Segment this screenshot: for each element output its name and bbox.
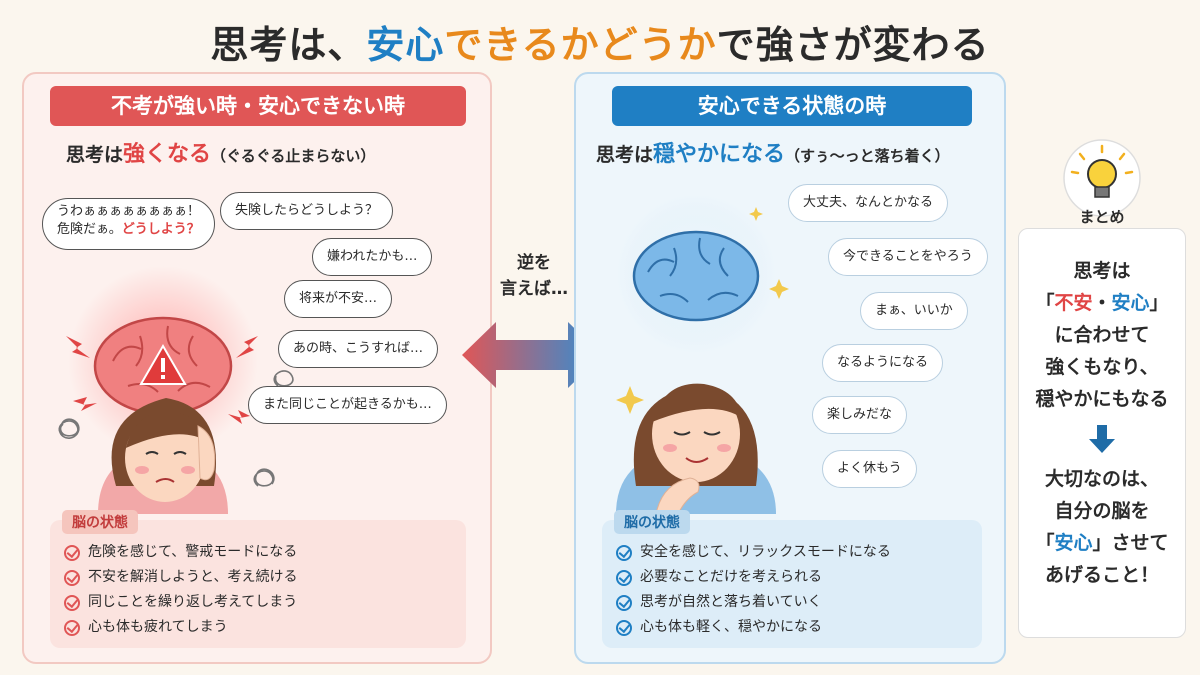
anxious-woman-illustration [58, 211, 294, 514]
sparkle-icon [616, 207, 789, 414]
calm-woman [616, 383, 776, 514]
calm-ribbon: 安心できる状態の時 [612, 86, 972, 126]
status-item-text: 必要なことだけを考えられる [640, 569, 822, 585]
transition-line-2: 言えば… [500, 279, 568, 299]
anxious-thought-bubble: 失険したらどうしよう？ [220, 192, 394, 230]
lightning-icon [66, 336, 258, 424]
status-item: 必要なことだけを考えられる [616, 565, 891, 590]
calm-subtitle: 思考は穏やかになる（すぅ〜っと落ち着く） [596, 136, 950, 168]
check-icon [64, 594, 80, 611]
status-item-text: 同じことを繰り返し考えてしまう [88, 594, 298, 610]
summary-line-6: 大切なのは、 [1044, 468, 1159, 490]
anxious-subtitle-suffix: （ぐるぐる止まらない） [211, 147, 376, 165]
calm-subtitle-suffix: （すぅ〜っと落ち着く） [785, 147, 950, 165]
blue-brain-icon [632, 230, 760, 322]
title-part-3: できるかどうか [444, 23, 717, 67]
summary-line-8: 「安心」させて [1019, 527, 1185, 559]
check-icon [616, 569, 632, 586]
panic-thought-line-2a: 危険だぁ。 [57, 222, 122, 237]
summary-box: 思考は 「不安・安心」 に合わせて 強くもなり、 穏やかにもなる 大切なのは、 … [1018, 228, 1186, 638]
summary-line-7: 自分の脳を [1054, 500, 1150, 522]
anxious-status-label: 脳の状態 [62, 510, 138, 534]
status-item-text: 思考が自然と落ち着いていく [640, 594, 822, 610]
calm-subtitle-highlight: 穏やかになる [653, 142, 786, 167]
summary-line-5: 穏やかにもなる [1035, 388, 1169, 410]
calm-status-label: 脳の状態 [614, 510, 690, 534]
title-part-1: 思考は、 [210, 23, 367, 67]
status-item-text: 心も体も軽く、穏やかになる [640, 619, 822, 635]
check-icon [64, 544, 80, 561]
status-item: 危険を感じて、警戒モードになる [64, 540, 297, 565]
summary-line-2-open: 「 [1035, 292, 1055, 314]
summary-relief: 安心 [1111, 292, 1150, 314]
calm-woman-illustration [616, 196, 789, 514]
status-item-text: 危険を感じて、警戒モードになる [88, 544, 298, 560]
anxious-subtitle-highlight: 強くなる [123, 142, 212, 167]
lightbulb-icon [1063, 139, 1141, 217]
calm-panel: 安心できる状態の時 思考は穏やかになる（すぅ〜っと落ち着く） [574, 72, 1006, 664]
panic-thought-line-2b: どうしよう？ [121, 222, 200, 237]
status-item: 心も体も軽く、穏やかになる [616, 615, 891, 640]
calm-status-list: 安全を感じて、リラックスモードになる 必要なことだけを考えられる 思考が自然と落… [616, 540, 891, 640]
status-item-text: 心も体も疲れてしまう [88, 619, 228, 635]
calm-brain-status: 脳の状態 安全を感じて、リラックスモードになる 必要なことだけを考えられる 思考… [602, 510, 982, 648]
summary-line-4: 強くもなり、 [1045, 356, 1159, 378]
transition-line-1: 逆を [517, 253, 551, 273]
anxious-thought-bubble: また同じことが起きるかも… [248, 386, 447, 424]
title-part-4: で強さが変わる [716, 23, 990, 67]
status-item-text: 不安を解消しようと、考え続ける [88, 569, 298, 585]
page-title: 思考は、安心できるかどうかで強さが変わる [0, 14, 1200, 69]
calm-thought-bubble: 楽しみだな [812, 396, 908, 434]
summary-line-3: に合わせて [1054, 324, 1150, 346]
status-item-text: 安全を感じて、リラックスモードになる [640, 544, 891, 560]
summary-line-2: 「不安・安心」 [1019, 287, 1185, 319]
anxious-brain-status: 脳の状態 危険を感じて、警戒モードになる 不安を解消しようと、考え続ける 同じこ… [50, 510, 466, 648]
panic-thought-bubble: うわぁぁぁぁぁぁぁぁ！ 危険だぁ。どうしよう？ [42, 198, 216, 250]
summary-anxiety: 不安 [1054, 292, 1093, 314]
anxious-subtitle-prefix: 思考は [66, 144, 124, 166]
calm-thought-bubble: まぁ、いいか [860, 292, 968, 330]
status-item: 心も体も疲れてしまう [64, 615, 297, 640]
anxious-thought-bubble: 将来が不安… [284, 280, 393, 318]
check-icon [616, 544, 632, 561]
check-icon [616, 594, 632, 611]
summary-line-2-dot: ・ [1092, 292, 1112, 314]
summary-relief-2: 安心 [1054, 532, 1093, 554]
summary-label: まとめ [1079, 208, 1125, 226]
anxious-panel: 不考が強い時・安心できない時 思考は強くなる（ぐるぐる止まらない） [22, 72, 492, 664]
status-item: 同じことを繰り返し考えてしまう [64, 590, 297, 615]
anxious-status-list: 危険を感じて、警戒モードになる 不安を解消しようと、考え続ける 同じことを繰り返… [64, 540, 297, 640]
calm-thought-bubble: 大丈夫、なんとかなる [788, 184, 949, 222]
status-item: 思考が自然と落ち着いていく [616, 590, 891, 615]
summary-line-2-close: 」 [1149, 292, 1169, 314]
red-brain-icon [93, 316, 233, 416]
anxious-woman [98, 398, 228, 514]
check-icon [64, 569, 80, 586]
panic-thought-line-2: 危険だぁ。どうしよう？ [57, 221, 200, 239]
anxious-subtitle: 思考は強くなる（ぐるぐる止まらない） [66, 136, 375, 168]
summary-line-9: あげること！ [1044, 564, 1159, 586]
check-icon [616, 619, 632, 636]
anxious-ribbon: 不考が強い時・安心できない時 [50, 86, 466, 126]
title-part-2: 安心 [366, 23, 445, 67]
calm-thought-bubble: 今できることをやろう [828, 238, 988, 276]
anxious-thought-bubble: あの時、こうすれば… [278, 330, 439, 368]
status-item: 安全を感じて、リラックスモードになる [616, 540, 891, 565]
transition-text: 逆を 言えば… [496, 250, 572, 302]
check-icon [64, 619, 80, 636]
summary-line-1: 思考は [1073, 260, 1131, 282]
down-arrow-icon [1089, 425, 1115, 453]
summary-line-8-close: 」させて [1092, 532, 1169, 554]
calm-thought-bubble: なるようになる [822, 344, 944, 382]
double-arrow-icon [462, 322, 602, 388]
status-item: 不安を解消しようと、考え続ける [64, 565, 297, 590]
summary-line-8-open: 「 [1035, 532, 1055, 554]
panic-thought-line-1: うわぁぁぁぁぁぁぁぁ！ [57, 204, 201, 219]
anxious-thought-bubble: 嫌われたかも… [312, 238, 433, 276]
calm-subtitle-prefix: 思考は [596, 144, 654, 166]
calm-thought-bubble: よく休もう [822, 450, 917, 488]
